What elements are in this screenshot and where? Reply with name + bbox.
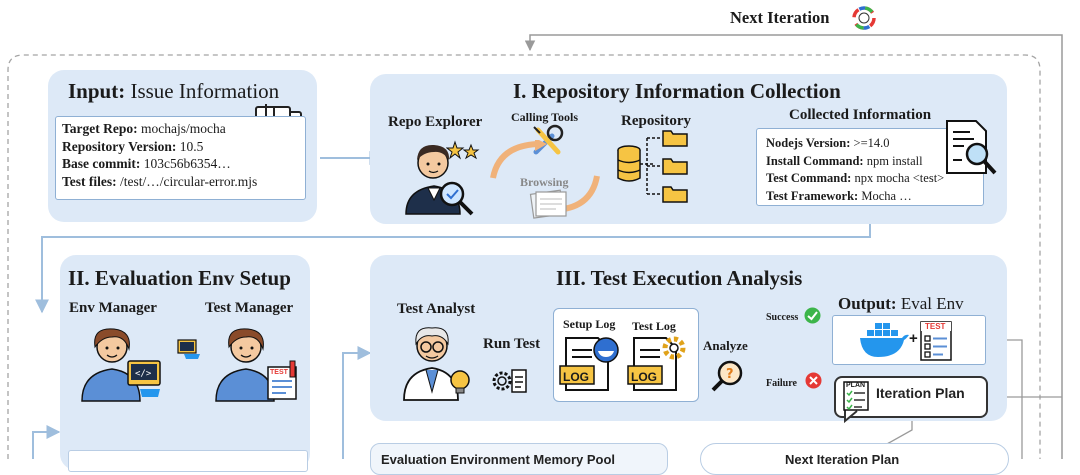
gear-checklist-icon [492,369,527,393]
document-search-icon [946,120,997,175]
analyze-magnifier-icon: ? [711,360,743,392]
repo-explorer-label: Repo Explorer [388,114,483,130]
test-analyst-label: Test Analyst [397,301,476,317]
next-plan-title: Next Iteration Plan [785,452,900,467]
output-title-bold: Output: [838,294,897,313]
analyze-label: Analyze [703,338,748,353]
test-files-row: Test files: /test/…/circular-error.mjs [62,173,258,189]
stage1-title: I. Repository Information Collection [513,79,841,103]
test-log-tag: LOG [631,370,657,384]
plan-tag: PLAN [846,382,866,389]
test-log-icon [627,336,686,391]
docker-small-icon [177,339,200,359]
nodejs-version-row: Nodejs Version: >=14.0 [766,136,890,150]
repo-explorer-person-icon [405,144,474,216]
failure-x-icon [805,372,822,389]
memory-pool-panel: Evaluation Environment Memory Pool [370,443,668,475]
env-manager-person-icon: </> [81,328,161,402]
setup-log-icon [559,337,619,391]
next-plan-panel: Next Iteration Plan [700,443,1009,475]
issue-info-box: Target Repo: mochajs/mocha Repository Ve… [55,116,306,200]
arrow-left-into-stage2 [32,425,61,459]
env-setup-panel [60,255,310,470]
test-log-label: Test Log [632,319,676,333]
base-commit-row: Base commit: 103c56b6354… [62,156,231,171]
eval-env-box [832,315,986,365]
next-iteration-loop [524,34,1063,459]
docker-whale-icon [860,323,909,357]
arrow-into-stage3 [342,346,372,459]
test-command-row: Test Command: npx mocha <test> [766,171,945,185]
repo-version-row: Repository Version: 10.5 [62,138,204,154]
stars-icon [446,140,480,160]
test-manager-label: Test Manager [205,300,294,316]
calling-tools-label: Calling Tools [511,110,579,124]
browsing-label: Browsing [520,175,569,189]
test-analyst-person-icon [403,327,470,401]
setup-log-label: Setup Log [563,317,616,331]
success-check-icon [804,307,821,324]
repository-label: Repository [621,113,691,129]
plus-sign: + [909,330,918,347]
svg-text:?: ? [726,367,734,382]
output-title: Output: Eval Env [838,294,964,314]
output-title-rest: Eval Env [900,294,964,313]
stage3-title: III. Test Execution Analysis [556,266,803,290]
stage2-title: II. Evaluation Env Setup [68,266,291,290]
memory-pool-title: Evaluation Environment Memory Pool [381,452,616,467]
tools-icon [533,124,564,155]
iteration-plan-label: Iteration Plan [876,385,965,401]
cycle-icon [852,6,876,30]
outer-dashed-frame [7,54,1041,459]
test-framework-row: Test Framework: Mocha … [766,188,912,203]
input-title-bold: Input: [68,79,126,103]
next-iteration-label: Next Iteration [730,8,830,27]
success-label: Success [766,312,799,323]
input-title-rest: Issue Information [130,79,280,103]
test-checklist-icon [920,321,952,361]
svg-text:</>: </> [135,369,152,379]
run-test-label: Run Test [483,336,541,352]
input-title: Input: Issue Information [68,79,279,104]
target-repo-row: Target Repo: mochajs/mocha [62,121,226,136]
failure-label: Failure [766,378,797,389]
repository-tree-icon [617,130,688,203]
install-command-row: Install Command: npm install [766,153,923,168]
test-manager-person-icon [215,328,297,402]
env-manager-label: Env Manager [69,300,157,316]
collected-info-title: Collected Information [789,107,932,123]
plan-checklist-icon [843,381,869,411]
env-setup-bottom-box [68,450,308,472]
test-tag-small: TEST [270,369,288,376]
setup-log-tag: LOG [563,370,589,384]
papers-icon [529,189,567,219]
test-tag-large: TEST [925,322,946,331]
